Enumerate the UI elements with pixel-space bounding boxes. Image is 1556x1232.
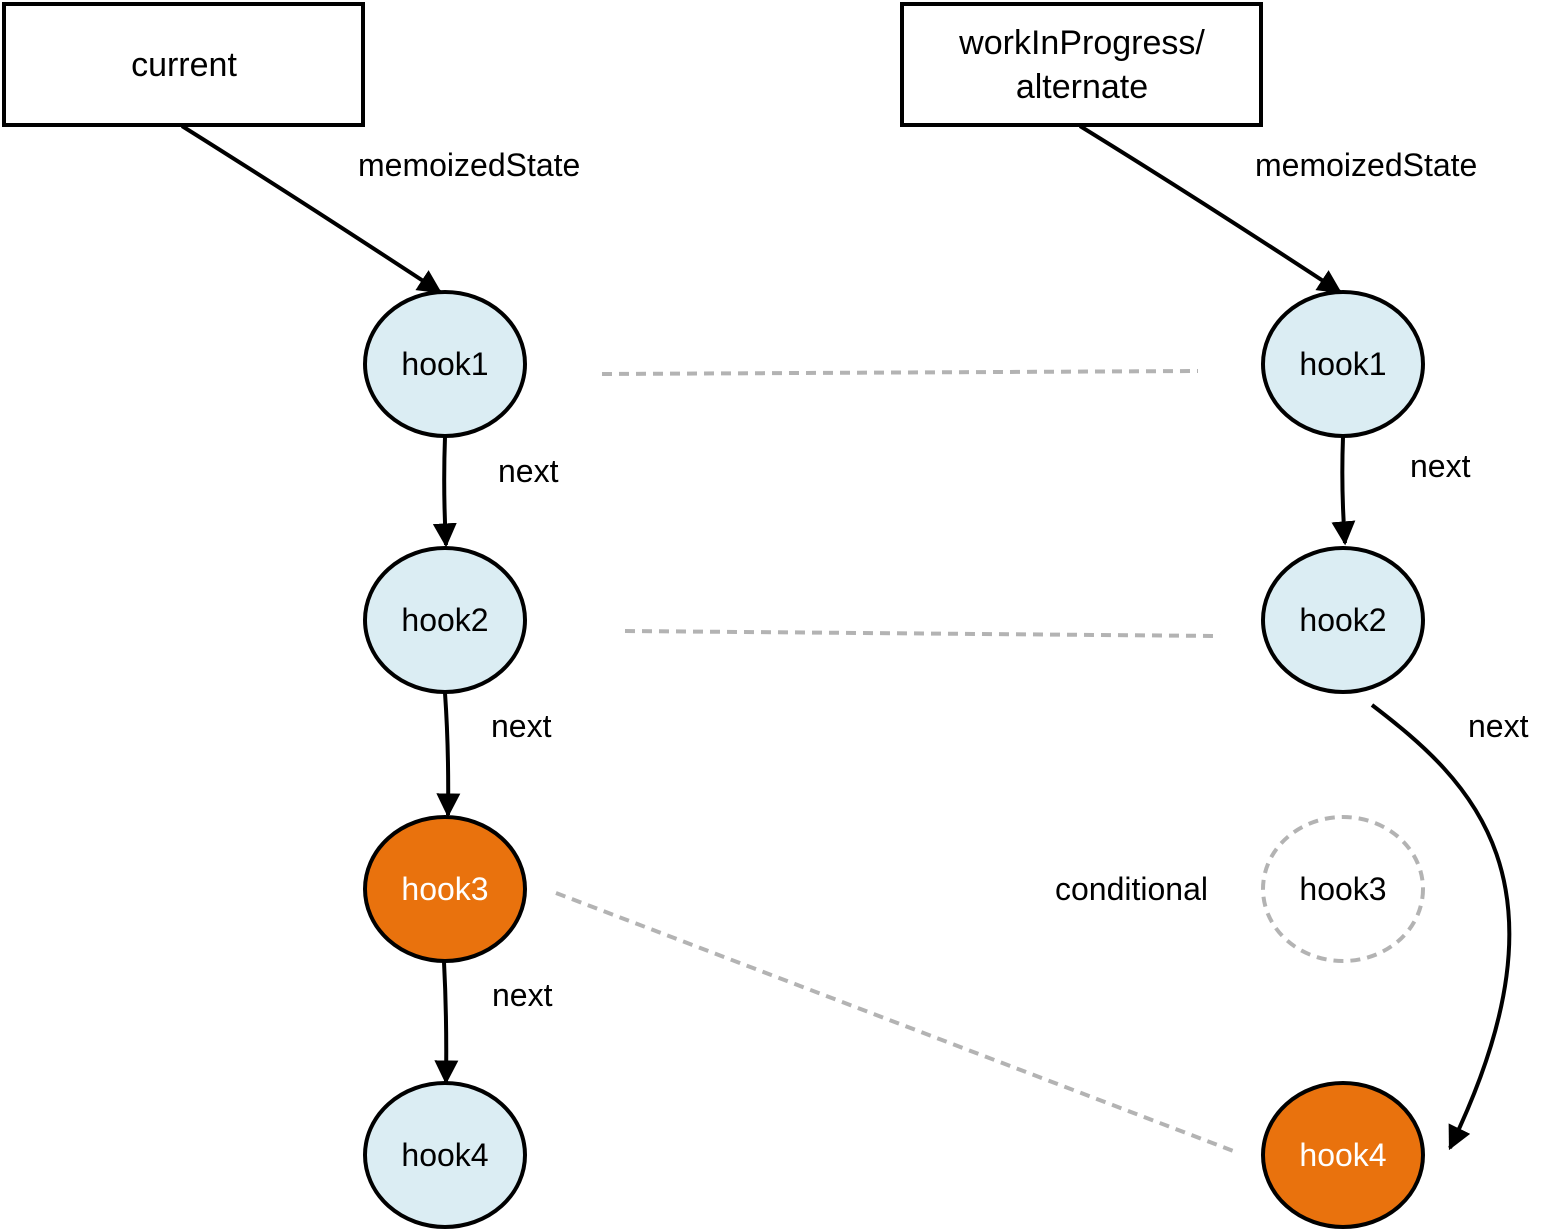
left-hook4: hook4 <box>363 1081 527 1229</box>
left-hook1: hook1 <box>363 290 527 438</box>
edge-label-next-left-3: next <box>492 977 553 1013</box>
arrow-memoized-right <box>1078 124 1343 294</box>
edge-label-next-right-2: next <box>1468 708 1529 744</box>
root-label-line2: alternate <box>1016 68 1148 106</box>
conditional-label: conditional <box>1055 871 1208 907</box>
left-hook3: hook3 <box>363 815 527 963</box>
arrow-next-left-1 <box>432 436 457 548</box>
left-hook3-label: hook3 <box>401 871 488 907</box>
edge-label-memoized-right: memoizedState <box>1255 147 1477 183</box>
link-hook2 <box>624 629 1221 638</box>
right-hook2-label: hook2 <box>1299 602 1386 638</box>
root-label-current: current <box>131 46 237 84</box>
arrow-next-left-3 <box>434 961 459 1085</box>
right-hook1-label: hook1 <box>1299 346 1386 382</box>
right-hook2: hook2 <box>1261 546 1425 694</box>
edge-label-memoized-left: memoizedState <box>358 147 580 183</box>
arrow-memoized-left <box>180 124 443 294</box>
left-hook4-label: hook4 <box>401 1137 488 1173</box>
right-hook3-label: hook3 <box>1299 871 1386 907</box>
right-hook1: hook1 <box>1261 290 1425 438</box>
edge-label-next-right-1: next <box>1410 448 1471 484</box>
arrow-next-left-2 <box>436 692 461 818</box>
left-hook1-label: hook1 <box>401 346 488 382</box>
right-hook3-missing: hook3 <box>1261 815 1425 963</box>
root-label-line1: workInProgress/ <box>958 24 1205 62</box>
root-box-work-in-progress: workInProgress/ alternate <box>900 2 1263 127</box>
edge-label-next-left-1: next <box>498 453 559 489</box>
arrow-next-right-2 <box>1370 703 1512 1151</box>
edge-label-next-left-2: next <box>491 708 552 744</box>
link-hook3-hook4 <box>555 891 1237 1154</box>
root-box-current: current <box>2 2 365 127</box>
arrow-next-right-1 <box>1331 436 1356 546</box>
right-hook4-label: hook4 <box>1299 1137 1386 1173</box>
link-hook1 <box>601 369 1199 376</box>
left-hook2: hook2 <box>363 546 527 694</box>
right-hook4: hook4 <box>1261 1081 1425 1229</box>
left-hook2-label: hook2 <box>401 602 488 638</box>
